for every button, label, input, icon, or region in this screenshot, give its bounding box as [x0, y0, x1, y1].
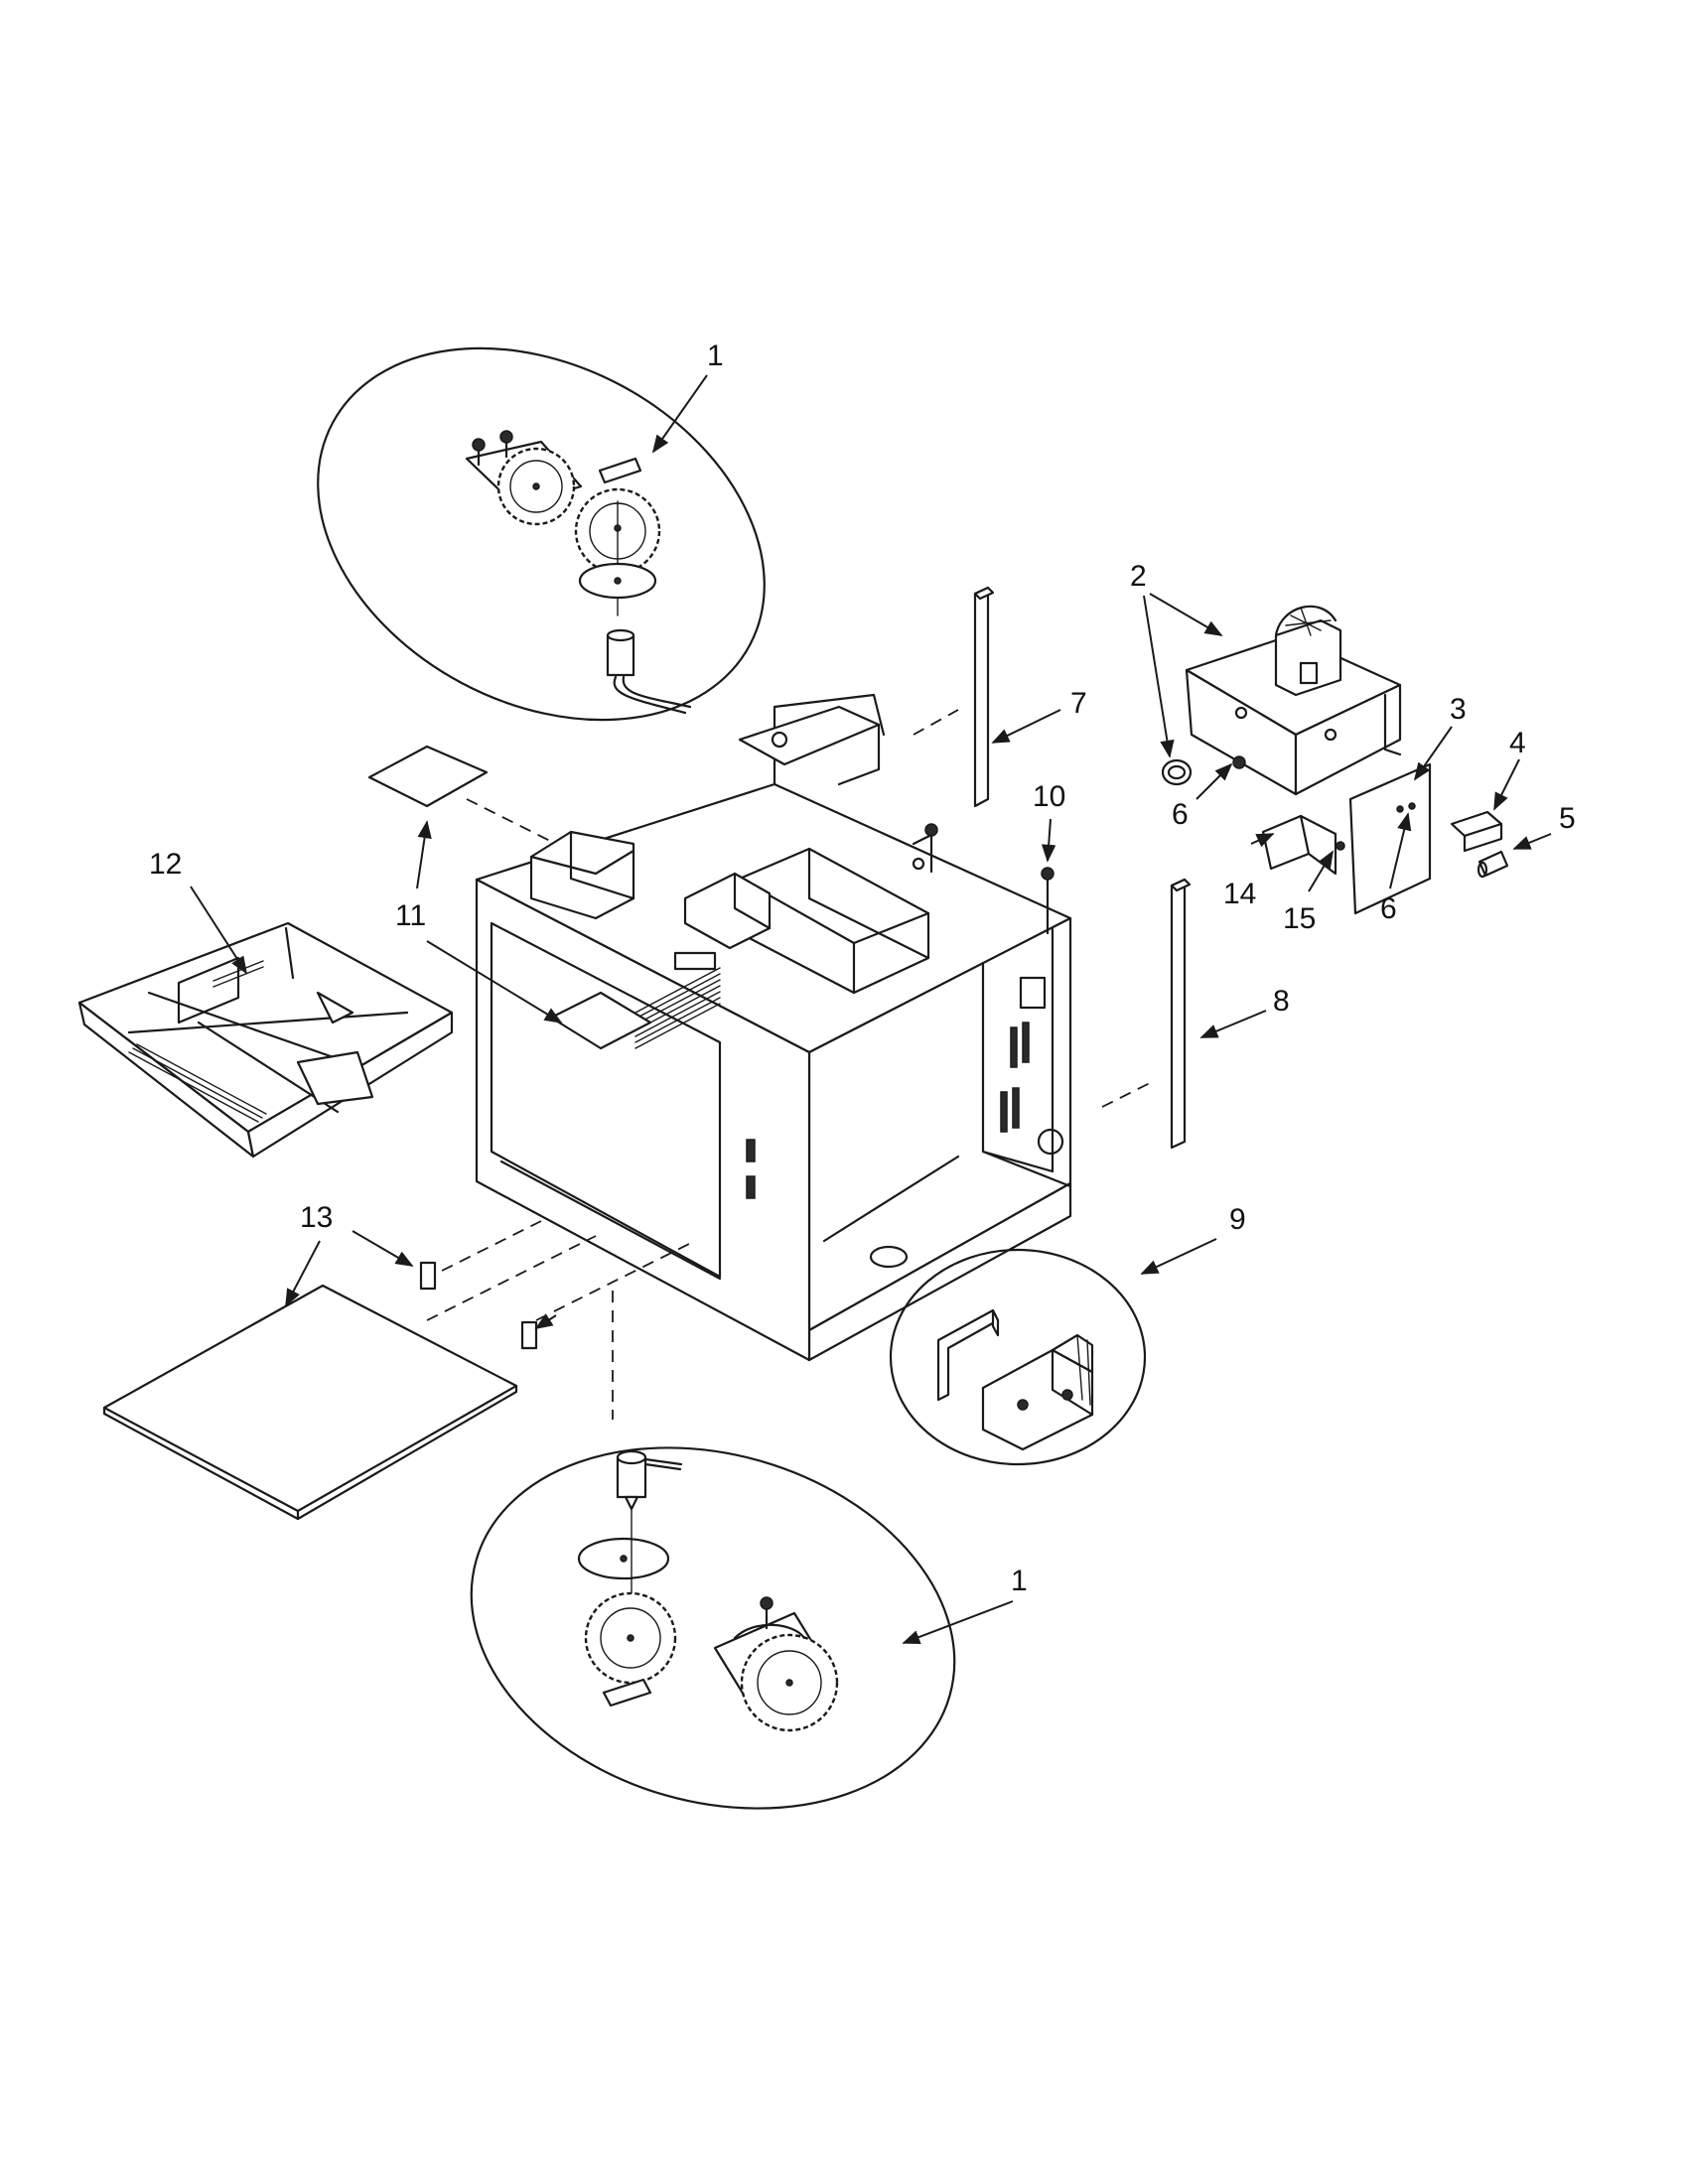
part-10-screws	[924, 823, 1055, 935]
callout-3: 3	[1450, 693, 1467, 726]
spacer-block-b	[520, 1320, 538, 1350]
fan-motor	[1274, 605, 1342, 697]
callout-11: 11	[395, 899, 426, 932]
callout-6-left: 6	[1172, 798, 1189, 831]
panel-11-square	[367, 745, 489, 808]
callout-1-bottom: 1	[1011, 1565, 1028, 1597]
callout-4: 4	[1509, 727, 1526, 759]
top-bracket-plate	[738, 705, 881, 786]
callout-2: 2	[1130, 560, 1147, 593]
part-6-screw	[1232, 755, 1246, 769]
detail-ellipse-9	[889, 1248, 1147, 1466]
top-screws	[472, 430, 513, 467]
panel-11-inner	[549, 991, 652, 1050]
callout-12: 12	[149, 848, 182, 881]
detail-ellipse-top	[317, 346, 766, 722]
part-7-strip	[973, 586, 995, 808]
part-2-magnetron-bracket	[1185, 605, 1402, 796]
part-12-duct	[77, 921, 454, 1159]
callout-5: 5	[1559, 802, 1576, 835]
transformer	[529, 830, 635, 920]
callout-labels: 1 2 3 4 5 6 6 7 8 9 10 11 12 13 14 15 1	[149, 340, 1576, 1597]
callout-14: 14	[1223, 878, 1256, 910]
spacer-block-a	[419, 1261, 437, 1291]
callout-10: 10	[1033, 780, 1065, 813]
part-8-strip	[1170, 878, 1192, 1150]
bottom-link-bar	[602, 1678, 652, 1707]
callout-1-top: 1	[707, 340, 724, 372]
left-bracket	[683, 872, 772, 950]
part-5-fuse	[1477, 850, 1509, 879]
part-15-clip	[1336, 841, 1345, 851]
callout-9: 9	[1229, 1203, 1246, 1236]
bottom-motor	[616, 1449, 683, 1511]
part-4-connector	[1450, 810, 1503, 853]
oven-cavity	[475, 693, 1072, 1362]
part-13-bottom-plate	[102, 1284, 518, 1521]
detail-ellipse-bottom	[470, 1446, 956, 1810]
callout-15: 15	[1283, 902, 1316, 935]
callout-6-right: 6	[1380, 892, 1397, 925]
callout-13: 13	[300, 1201, 333, 1234]
top-link-bar	[598, 457, 642, 484]
leader-lines	[190, 374, 1552, 1644]
bottom-screw	[760, 1596, 774, 1630]
part-6-knob-left	[1161, 758, 1193, 786]
top-motor	[606, 628, 692, 715]
part-14-switch-bracket	[1261, 814, 1337, 876]
callout-7: 7	[1070, 687, 1087, 720]
part-3-plate	[1348, 762, 1432, 915]
callout-8: 8	[1273, 985, 1290, 1018]
